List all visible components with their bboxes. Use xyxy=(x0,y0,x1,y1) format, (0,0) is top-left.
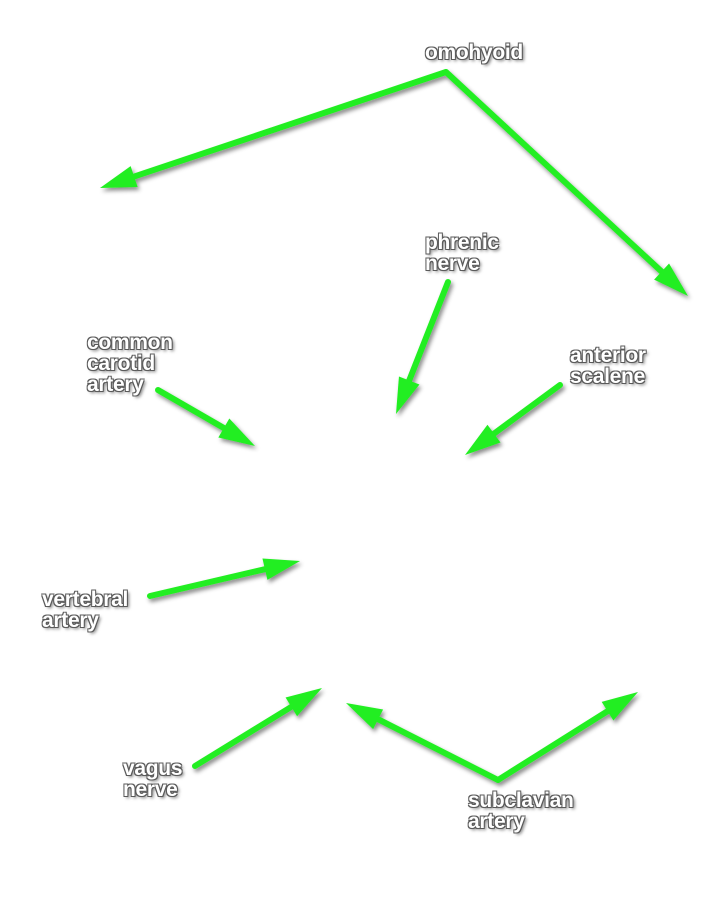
label-vagus-nerve-line-2: nerve xyxy=(123,778,178,801)
arrow-vertebral-artery-head xyxy=(262,558,300,580)
arrow-common-carotid-artery-shaft xyxy=(155,387,231,434)
arrow-anterior-scalene xyxy=(465,382,563,455)
arrow-vagus-nerve xyxy=(192,688,322,769)
label-common-carotid-artery-line-3: artery xyxy=(87,373,144,396)
label-common-carotid-artery-line-2: carotid xyxy=(87,352,155,375)
label-omohyoid-line-1: omohyoid xyxy=(425,41,523,64)
label-vertebral-artery: vertebral artery xyxy=(42,589,128,631)
label-phrenic-nerve: phrenic nerve xyxy=(425,232,499,274)
label-phrenic-nerve-line-2: nerve xyxy=(425,252,480,275)
arrow-vagus-nerve-head xyxy=(285,688,322,717)
arrow-omohyoid-left-shaft xyxy=(127,69,449,181)
label-subclavian-artery: subclavian artery xyxy=(468,790,574,832)
arrow-common-carotid-artery xyxy=(155,387,255,446)
arrow-vertebral-artery-shaft xyxy=(147,565,272,599)
label-vertebral-artery-line-1: vertebral xyxy=(42,588,129,611)
arrow-common-carotid-artery-head xyxy=(218,418,255,446)
arrow-vertebral-artery xyxy=(147,558,300,599)
label-common-carotid-artery: common carotid artery xyxy=(87,332,173,395)
label-vagus-nerve: vagus nerve xyxy=(123,757,183,801)
arrow-omohyoid-right-head xyxy=(654,263,688,296)
arrow-anterior-scalene-head xyxy=(465,424,501,455)
arrow-phrenic-nerve-shaft xyxy=(404,279,451,388)
label-omohyoid: omohyoid xyxy=(425,42,523,63)
arrow-omohyoid-right xyxy=(443,69,688,296)
arrow-anterior-scalene-shaft xyxy=(487,382,563,440)
arrow-vagus-nerve-shaft xyxy=(192,701,298,769)
label-vagus-nerve-line-1: vagus xyxy=(123,757,183,780)
arrow-phrenic-nerve xyxy=(396,279,451,414)
arrow-subclavian-left-head xyxy=(346,703,384,730)
arrow-omohyoid-right-shaft xyxy=(443,69,668,278)
arrow-subclavian-left xyxy=(346,703,501,783)
arrow-omohyoid-left-head xyxy=(100,166,138,188)
label-phrenic-nerve-line-1: phrenic xyxy=(425,231,499,254)
label-subclavian-artery-line-1: subclavian xyxy=(468,789,574,812)
label-anterior-scalene-line-1: anterior xyxy=(570,344,646,367)
arrow-omohyoid-left xyxy=(100,69,449,188)
arrow-subclavian-right xyxy=(495,692,638,783)
label-common-carotid-artery-line-1: common xyxy=(87,331,173,354)
label-subclavian-artery-line-2: artery xyxy=(468,810,525,833)
arrow-phrenic-nerve-head xyxy=(396,376,420,414)
label-anterior-scalene-line-2: scalene xyxy=(570,365,645,388)
label-vertebral-artery-line-2: artery xyxy=(42,609,99,632)
arrow-subclavian-left-shaft xyxy=(371,714,501,783)
arrow-subclavian-right-head xyxy=(601,692,638,721)
label-anterior-scalene: anterior scalene xyxy=(570,345,646,387)
arrow-subclavian-right-shaft xyxy=(495,706,614,783)
